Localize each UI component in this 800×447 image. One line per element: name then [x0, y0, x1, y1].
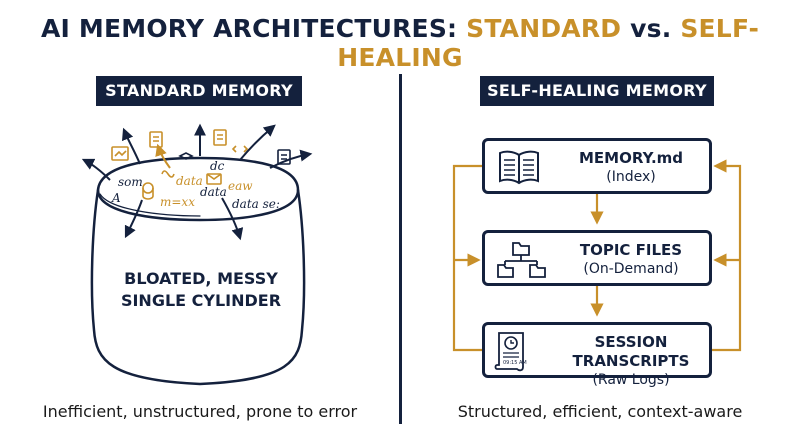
- bucket-label-line-2: SINGLE CYLINDER: [120, 291, 282, 310]
- standard-memory-banner: STANDARD MEMORY: [96, 76, 302, 106]
- scattered-document-icons: [111, 129, 291, 200]
- scribble-data-2: data: [200, 185, 227, 199]
- scribble-som: som: [118, 175, 143, 189]
- flow-connectors: [452, 159, 742, 352]
- session-transcripts-subtitle: (Raw Logs): [592, 372, 670, 388]
- bucket-label-line-1: BLOATED, MESSY: [124, 269, 278, 288]
- right-loop-line: [712, 159, 742, 352]
- center-divider: [399, 74, 402, 424]
- bucket-label: BLOATED, MESSY SINGLE CYLINDER: [96, 268, 306, 312]
- session-transcripts-title: SESSION TRANSCRIPTS: [572, 333, 690, 370]
- transcript-stamp: 09:15 AM: [503, 360, 527, 366]
- session-transcripts-box: 09:15 AM SESSION TRANSCRIPTS (Raw Logs): [482, 322, 712, 388]
- standard-memory-caption: Inefficient, unstructured, prone to erro…: [42, 402, 358, 421]
- title-part-2: STANDARD: [466, 14, 622, 43]
- scribble-data-1: data: [176, 174, 203, 188]
- title-part-4: SELF-HEALING: [337, 14, 760, 72]
- memory-index-title: MEMORY.md: [578, 149, 684, 167]
- scribble-mxx: m=xx: [160, 195, 195, 209]
- title-part-3: vs.: [621, 14, 681, 43]
- scribble-a: A: [111, 191, 121, 205]
- memory-index-box: MEMORY.md (Index): [482, 138, 712, 194]
- topic-files-title: TOPIC FILES: [579, 241, 683, 259]
- scribble-data-se: data se:: [232, 197, 280, 211]
- transcript-icon: 09:15 AM: [493, 331, 535, 377]
- topic-files-subtitle: (On-Demand): [583, 261, 679, 277]
- title-part-1: AI MEMORY ARCHITECTURES:: [40, 14, 467, 43]
- self-healing-memory-banner: SELF-HEALING MEMORY: [480, 76, 714, 106]
- book-icon: [497, 149, 541, 189]
- scribble-dc: dc: [210, 159, 225, 173]
- self-healing-memory-caption: Structured, efficient, context-aware: [457, 402, 743, 421]
- overflow-arrows: [81, 123, 313, 241]
- memory-index-subtitle: (Index): [606, 169, 656, 185]
- left-loop-line: [452, 164, 482, 352]
- page-title: AI MEMORY ARCHITECTURES: STANDARD vs. SE…: [0, 14, 800, 72]
- scribble-eaw: eaw: [228, 179, 253, 193]
- topic-files-box: TOPIC FILES (On-Demand): [482, 230, 712, 286]
- folder-tree-icon: [497, 241, 547, 285]
